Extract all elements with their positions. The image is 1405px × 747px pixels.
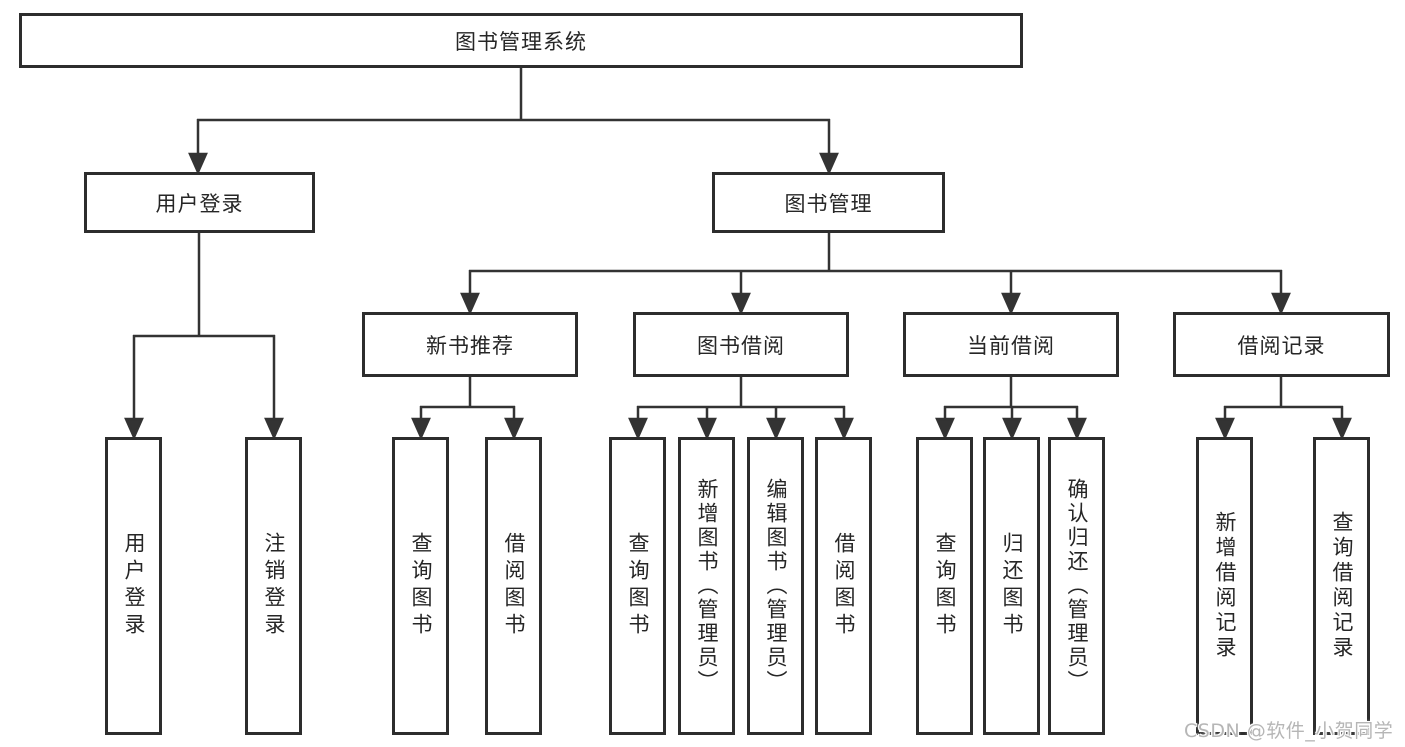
connector-current-borrow-children — [935, 377, 1087, 441]
node-label: 查询图书 — [933, 532, 957, 640]
leaf-borrow-books-recommend: 借阅图书 — [485, 437, 542, 735]
arrow-down-icon — [411, 417, 431, 441]
watermark: CSDN @软件_小贺同学 — [1184, 720, 1394, 742]
arrow-down-icon — [264, 417, 284, 441]
arrow-down-icon — [188, 152, 208, 176]
node-label: 图书管理 — [784, 191, 873, 216]
node-label: 确认归还（管理员） — [1065, 478, 1089, 694]
leaf-user-login: 用户登录 — [105, 437, 162, 735]
arrow-down-icon — [834, 417, 854, 441]
leaf-query-borrow-record: 查询借阅记录 — [1313, 437, 1370, 735]
arrow-down-icon — [766, 417, 786, 441]
leaf-return-book: 归还图书 — [983, 437, 1040, 735]
node-label: 查询图书 — [626, 532, 650, 640]
node-label: 归还图书 — [1000, 532, 1024, 640]
connector-book-management-children — [460, 233, 1291, 316]
node-label: 图书借阅 — [697, 333, 785, 358]
arrow-down-icon — [819, 152, 839, 176]
leaf-query-books-recommend: 查询图书 — [392, 437, 449, 735]
connector-borrow-records-children — [1215, 377, 1352, 441]
node-label: 新增借阅记录 — [1213, 511, 1237, 661]
connector-root-to-level2 — [188, 68, 839, 176]
node-user-login: 用户登录 — [84, 172, 315, 233]
node-label: 查询图书 — [409, 532, 433, 640]
node-label: 新书推荐 — [426, 333, 514, 358]
node-label: 用户登录 — [122, 532, 146, 640]
arrow-down-icon — [504, 417, 524, 441]
connector-user-login-children — [124, 233, 284, 441]
node-label: 借阅图书 — [832, 532, 856, 640]
node-label: 借阅记录 — [1237, 333, 1326, 358]
arrow-down-icon — [628, 417, 648, 441]
node-current-borrow: 当前借阅 — [903, 312, 1119, 377]
arrow-down-icon — [124, 417, 144, 441]
node-label: 编辑图书（管理员） — [764, 478, 788, 694]
leaf-query-books-current: 查询图书 — [916, 437, 973, 735]
node-label: 图书管理系统 — [455, 29, 587, 54]
arrow-down-icon — [731, 292, 751, 316]
node-label: 注销登录 — [262, 532, 286, 640]
node-borrow-records: 借阅记录 — [1173, 312, 1390, 377]
leaf-add-borrow-record: 新增借阅记录 — [1196, 437, 1253, 735]
arrow-down-icon — [460, 292, 480, 316]
node-label: 借阅图书 — [502, 532, 526, 640]
leaf-borrow-books-2: 借阅图书 — [815, 437, 872, 735]
node-new-book-recommend: 新书推荐 — [362, 312, 578, 377]
arrow-down-icon — [1001, 292, 1021, 316]
arrow-down-icon — [935, 417, 955, 441]
node-label: 用户登录 — [155, 191, 244, 216]
leaf-logout: 注销登录 — [245, 437, 302, 735]
node-book-management: 图书管理 — [712, 172, 945, 233]
connector-book-borrow-children — [628, 377, 854, 441]
leaf-query-books-borrow: 查询图书 — [609, 437, 666, 735]
leaf-edit-book-admin: 编辑图书（管理员） — [747, 437, 804, 735]
arrow-down-icon — [1271, 292, 1291, 316]
node-book-borrow: 图书借阅 — [633, 312, 849, 377]
node-label: 当前借阅 — [967, 333, 1055, 358]
leaf-confirm-return-admin: 确认归还（管理员） — [1048, 437, 1105, 735]
leaf-add-book-admin: 新增图书（管理员） — [678, 437, 735, 735]
node-library-management-system: 图书管理系统 — [19, 13, 1023, 68]
arrow-down-icon — [697, 417, 717, 441]
connector-new-book-recommend-children — [411, 377, 524, 441]
node-label: 新增图书（管理员） — [695, 478, 719, 694]
arrow-down-icon — [1002, 417, 1022, 441]
arrow-down-icon — [1332, 417, 1352, 441]
node-label: 查询借阅记录 — [1330, 511, 1354, 661]
arrow-down-icon — [1215, 417, 1235, 441]
arrow-down-icon — [1067, 417, 1087, 441]
